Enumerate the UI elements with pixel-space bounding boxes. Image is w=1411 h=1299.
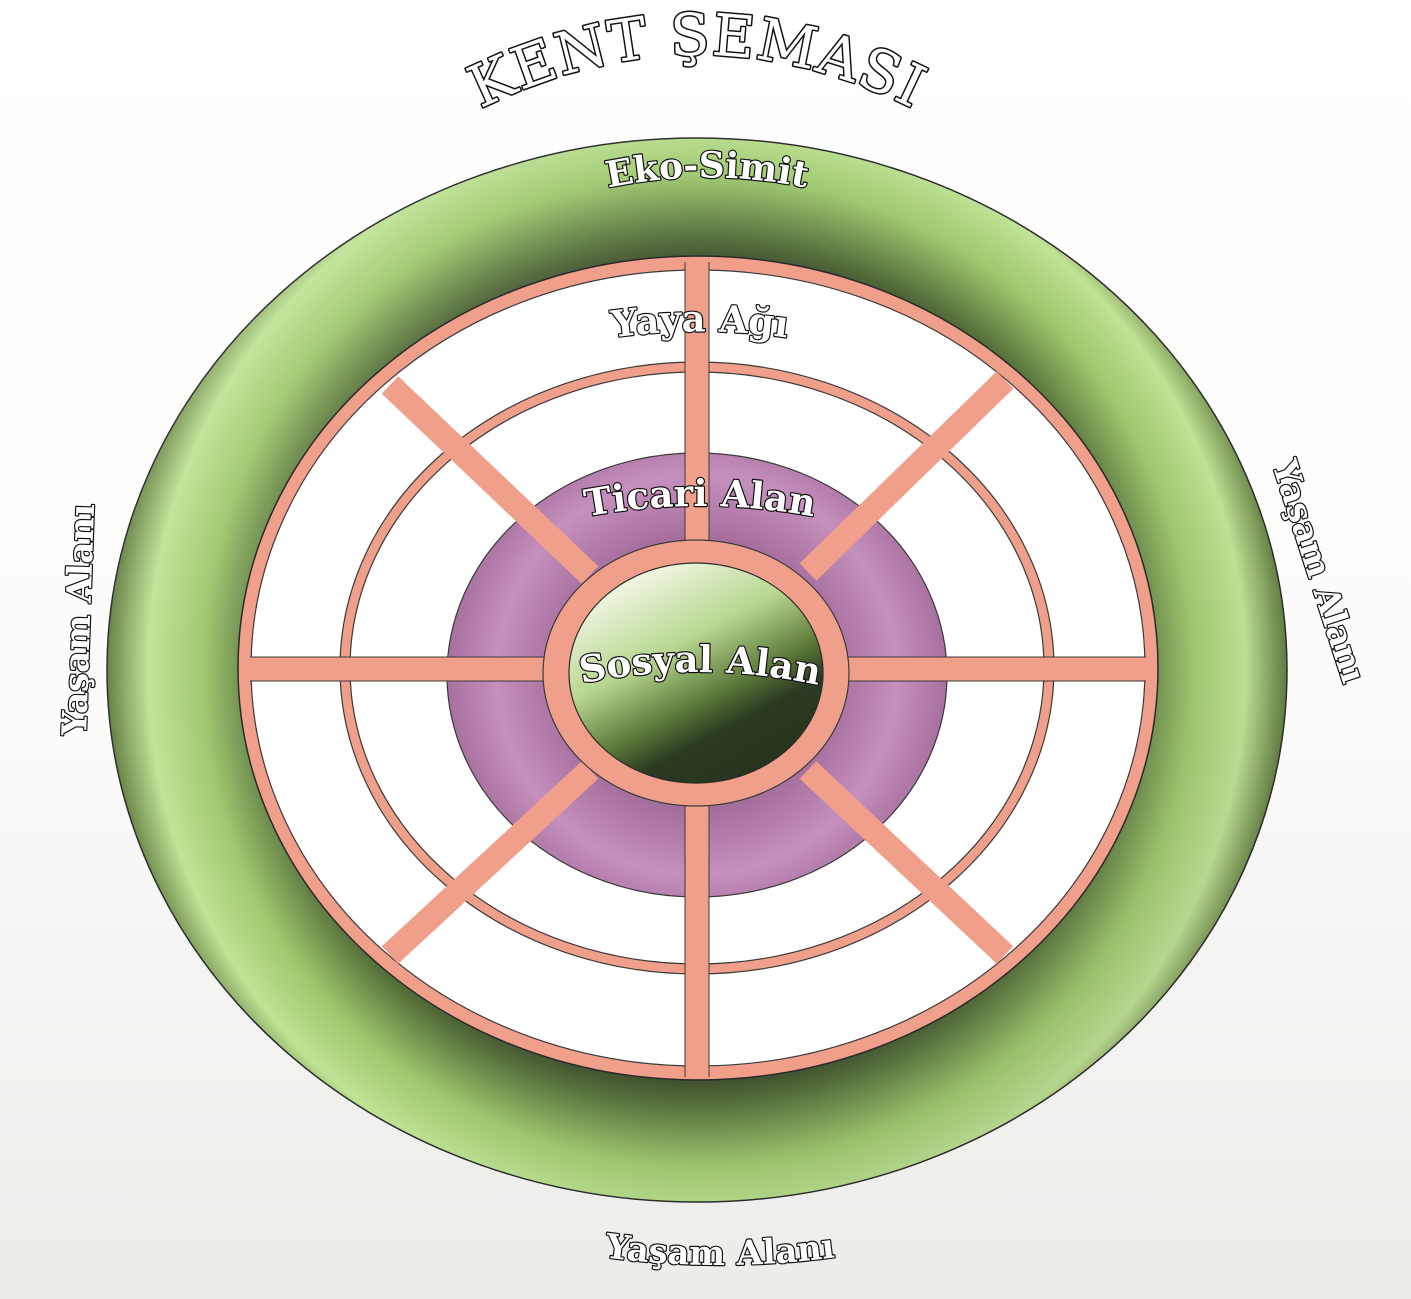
road-southeast [799,761,1014,964]
road-south [685,800,709,1078]
radial-roads [250,262,1146,1078]
road-northeast [799,371,1014,581]
pedestrian-network-label: Yaya Ağı [608,296,792,346]
diagram-title: KENT ŞEMASI [458,1,937,122]
living-area-left-label: Yaşam Alanı [55,503,103,737]
living-area-bottom-label: Yaşam Alanı [602,1226,836,1274]
social-area-label: Sosyal Alan [576,637,825,694]
road-northwest [381,376,599,584]
road-north [685,262,709,552]
road-southwest [381,761,599,964]
road-east [834,657,1146,681]
road-edges [250,262,1146,1077]
road-west [250,657,560,681]
social-area [568,562,824,784]
